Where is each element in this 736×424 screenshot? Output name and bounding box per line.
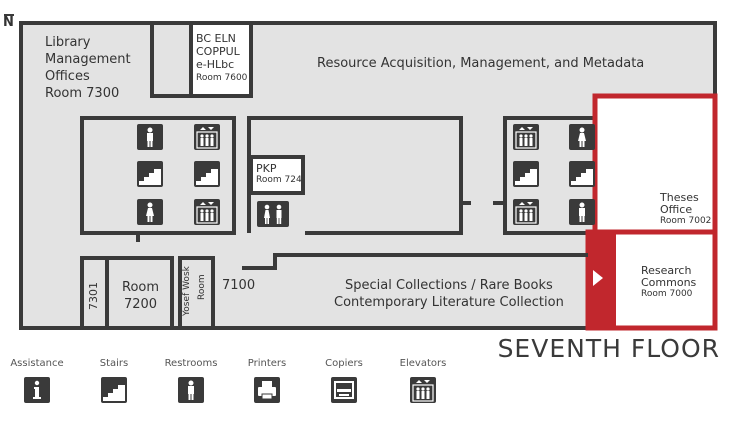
copier-icon xyxy=(331,377,357,403)
legend-stairs: Stairs xyxy=(84,358,144,403)
elevator-icon xyxy=(194,124,220,150)
label-library-management: Library Management Offices Room 7300 xyxy=(45,35,131,101)
legend-copiers: Copiers xyxy=(314,358,374,403)
label-room-7100: 7100 xyxy=(222,278,256,293)
stairs-icon xyxy=(569,161,595,187)
floor-title: SEVENTH FLOOR xyxy=(497,334,720,363)
label-room-7200: Room 7200 xyxy=(122,280,160,312)
legend-elevators: Elevators xyxy=(392,358,454,403)
entry-arrow-icon xyxy=(593,270,603,286)
elevator-icon xyxy=(513,124,539,150)
stairs-icon xyxy=(194,161,220,187)
wall-segment xyxy=(150,23,191,98)
restroom-women-icon xyxy=(569,124,595,150)
core-left xyxy=(80,116,236,235)
legend-restrooms: Restrooms xyxy=(160,358,222,403)
elevator-icon xyxy=(194,199,220,225)
restroom-icon xyxy=(178,377,204,403)
north-indicator: N xyxy=(3,15,14,30)
label-pkp: PKP Room 724 xyxy=(256,162,302,186)
wall-7100 xyxy=(242,253,588,270)
stairs-icon xyxy=(101,377,127,403)
room-pkp xyxy=(249,155,305,195)
label-room-7301: 7301 xyxy=(87,282,100,310)
restroom-men-icon xyxy=(569,199,595,225)
wall-yosef xyxy=(178,256,215,328)
wall-7200 xyxy=(105,256,174,328)
label-yosef-wosk: Yosef Wosk xyxy=(182,266,192,316)
stairs-icon xyxy=(513,161,539,187)
assistance-icon xyxy=(24,377,50,403)
printer-icon xyxy=(254,377,280,403)
floor-plan xyxy=(4,14,718,331)
restroom-men-icon xyxy=(137,124,163,150)
room-bc-eln xyxy=(189,21,253,98)
label-research-commons: Research Commons Room 7000 xyxy=(641,264,697,300)
elevator-icon xyxy=(513,199,539,225)
restroom-icon xyxy=(257,201,289,227)
room-theses xyxy=(592,93,718,235)
label-bc-eln: BC ELN COPPUL e-HLbc Room 7600 xyxy=(196,32,248,83)
restroom-women-icon xyxy=(137,199,163,225)
label-yosef-wosk-room: Room xyxy=(197,274,207,300)
wall-7301 xyxy=(80,256,107,328)
legend-printers: Printers xyxy=(237,358,297,403)
label-resource-acquisition: Resource Acquisition, Management, and Me… xyxy=(317,56,645,71)
legend-assistance: Assistance xyxy=(6,358,68,403)
label-theses: Theses Office Room 7002 xyxy=(660,191,712,227)
label-special-collections: Special Collections / Rare Books Contemp… xyxy=(334,278,564,310)
stairs-icon xyxy=(137,161,163,187)
elevator-icon xyxy=(410,377,436,403)
